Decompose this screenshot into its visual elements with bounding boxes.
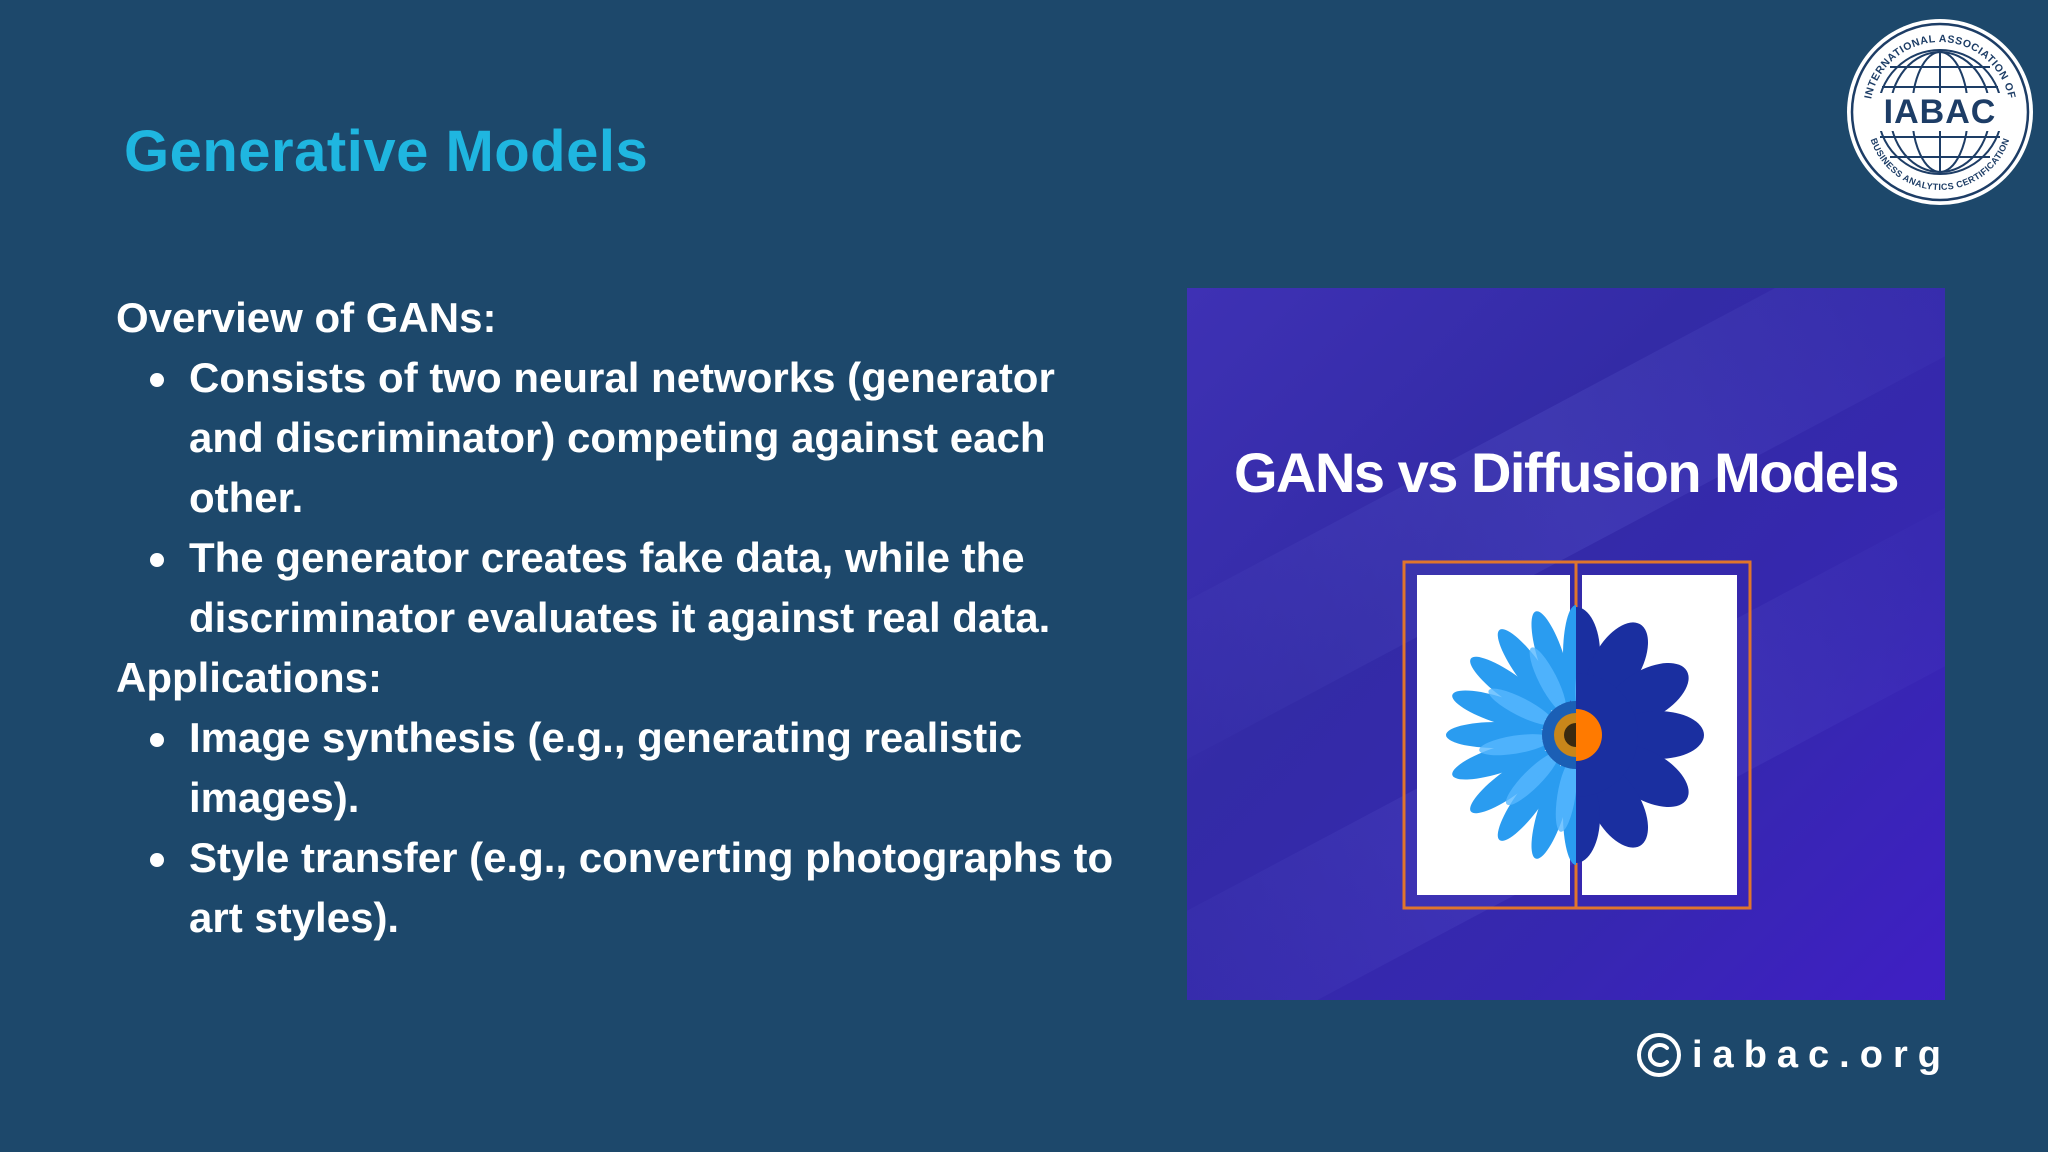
flower-comparison-illustration	[1402, 560, 1752, 910]
iabac-logo: INTERNATIONAL ASSOCIATION OF BUSINESS AN…	[1847, 19, 2033, 205]
slide-content: Overview of GANs: Consists of two neural…	[116, 288, 1166, 948]
applications-bullets: Image synthesis (e.g., generating realis…	[116, 708, 1166, 948]
bullet-item: The generator creates fake data, while t…	[116, 528, 1166, 648]
footer-website[interactable]: iabac.org	[1692, 1033, 1951, 1076]
bullet-line: The generator creates fake data, while t…	[189, 534, 1025, 581]
logo-wordmark: IABAC	[1883, 93, 1997, 131]
bullet-line: discriminator evaluates it against real …	[189, 594, 1051, 641]
bullet-item: Image synthesis (e.g., generating realis…	[116, 708, 1166, 828]
slide-title: Generative Models	[124, 119, 649, 184]
globe-icon	[1880, 51, 2000, 173]
footer: iabac.org	[1636, 1030, 1951, 1080]
bullet-line: other.	[189, 474, 304, 521]
bullet-line: images).	[189, 774, 360, 821]
bullet-line: and discriminator) competing against eac…	[189, 414, 1046, 461]
bullet-line: Consists of two neural networks (generat…	[189, 354, 1055, 401]
bullet-item: Style transfer (e.g., converting photogr…	[116, 828, 1166, 948]
bullet-line: art styles).	[189, 894, 400, 941]
section-heading-applications: Applications:	[116, 654, 383, 701]
copyright-icon	[1637, 1033, 1681, 1077]
hero-title: GANs vs Diffusion Models	[1233, 441, 1900, 504]
illustration-flower	[1576, 607, 1704, 863]
overview-bullets: Consists of two neural networks (generat…	[116, 348, 1166, 648]
section-heading-overview: Overview of GANs:	[116, 294, 497, 341]
bullet-item: Consists of two neural networks (generat…	[116, 348, 1166, 528]
photo-flower	[1446, 605, 1576, 865]
bullet-line: Style transfer (e.g., converting photogr…	[189, 834, 1114, 881]
hero-image: GANs vs Diffusion Models	[1187, 288, 1945, 1000]
bullet-line: Image synthesis (e.g., generating realis…	[189, 714, 1023, 761]
